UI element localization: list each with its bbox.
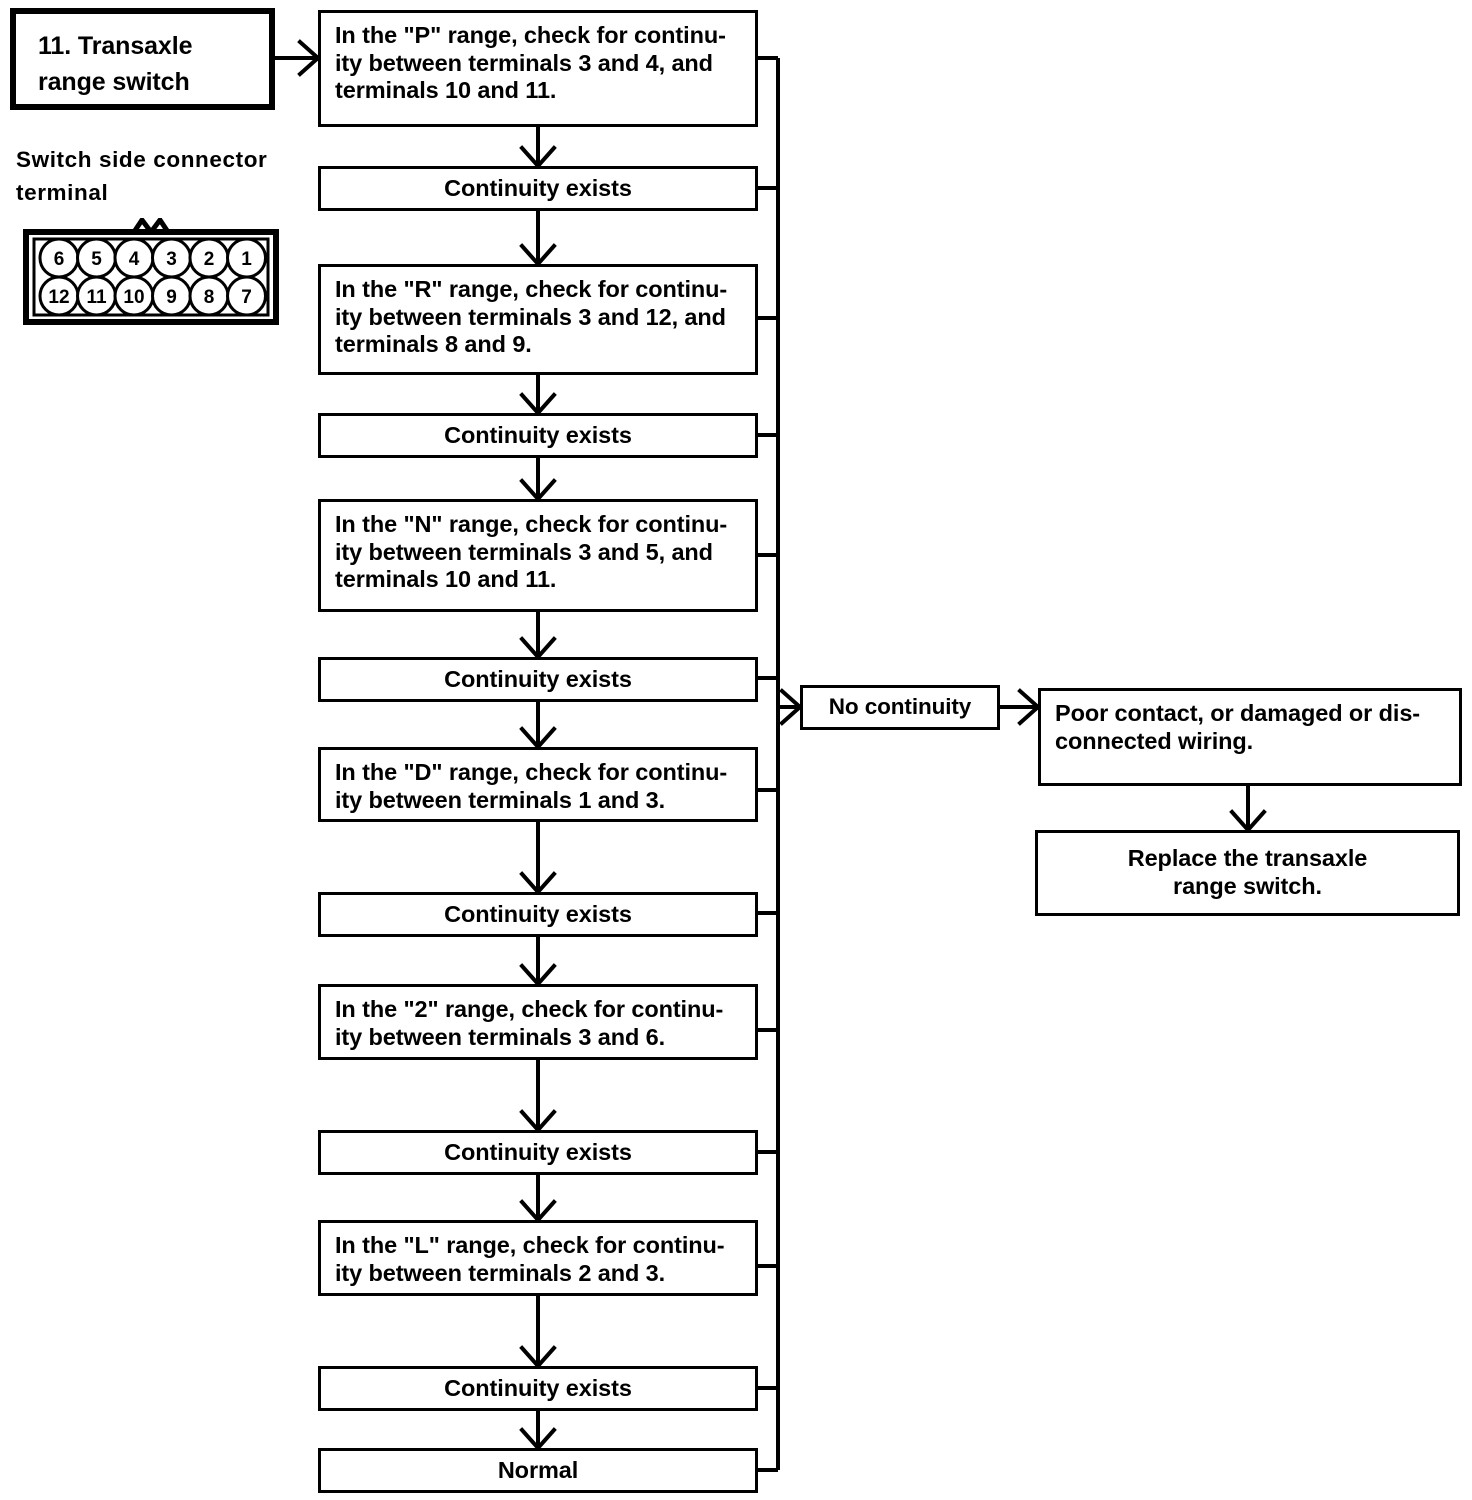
connector-pin-label-1: 1 <box>241 249 252 270</box>
connector-pin-7 <box>226 275 267 317</box>
step-label: Continuity exists <box>444 900 632 927</box>
connector-pinout-svg: 6 5 4 3 2 1 12 11 10 9 8 7 <box>23 215 279 325</box>
section-title-label: 11. Transaxle range switch <box>38 32 193 97</box>
branch-no-continuity: No continuity <box>800 685 1000 730</box>
step-label: In the "R" range, check for continu- ity… <box>335 276 728 358</box>
connector-pin-label-2: 2 <box>204 249 215 270</box>
connector-pin-label-11: 11 <box>86 287 107 308</box>
connector-caption: Switch side connector terminal <box>16 147 268 205</box>
step-continuity-exists-n: Continuity exists <box>318 657 758 702</box>
connector-pin-label-9: 9 <box>166 287 177 308</box>
step-continuity-exists-l: Continuity exists <box>318 1366 758 1411</box>
step-label: Continuity exists <box>444 421 632 448</box>
step-normal: Normal <box>318 1448 758 1493</box>
connector-pin-label-3: 3 <box>166 249 177 270</box>
step-label: In the "N" range, check for continu- ity… <box>335 511 728 593</box>
step-label: Continuity exists <box>444 1374 632 1401</box>
step-continuity-exists-r: Continuity exists <box>318 413 758 458</box>
connector-pin-label-12: 12 <box>48 287 69 308</box>
connector-pin-label-10: 10 <box>123 287 144 308</box>
branch-label: No continuity <box>828 694 972 720</box>
step-label: In the "P" range, check for continu- ity… <box>335 22 726 104</box>
connector-pinout-diagram: 6 5 4 3 2 1 12 11 10 9 8 7 <box>22 215 280 326</box>
step-label: Continuity exists <box>444 665 632 692</box>
step-label: In the "L" range, check for continu- ity… <box>335 1232 725 1286</box>
step-check-p-range: In the "P" range, check for continu- ity… <box>318 10 758 127</box>
connector-pin-label-4: 4 <box>129 249 140 270</box>
branch-cause-box: Poor contact, or damaged or dis- connect… <box>1038 688 1462 786</box>
branch-cause-label: Poor contact, or damaged or dis- connect… <box>1055 700 1421 754</box>
step-check-d-range: In the "D" range, check for continu- ity… <box>318 747 758 822</box>
connector-pin-label-7: 7 <box>241 287 252 308</box>
step-continuity-exists-2: Continuity exists <box>318 1130 758 1175</box>
step-label: Continuity exists <box>444 174 632 201</box>
section-title-box: 11. Transaxle range switch <box>10 8 275 110</box>
branch-remedy-box: Replace the transaxle range switch. <box>1035 830 1460 916</box>
step-check-l-range: In the "L" range, check for continu- ity… <box>318 1220 758 1296</box>
step-continuity-exists-d: Continuity exists <box>318 892 758 937</box>
step-label: In the "2" range, check for continu- ity… <box>335 996 724 1050</box>
step-label: Continuity exists <box>444 1138 632 1165</box>
connector-pin-label-5: 5 <box>91 249 102 270</box>
step-continuity-exists-p: Continuity exists <box>318 166 758 211</box>
branch-remedy-label: Replace the transaxle range switch. <box>1127 845 1368 899</box>
step-check-n-range: In the "N" range, check for continu- ity… <box>318 499 758 612</box>
connector-pin-label-8: 8 <box>204 287 215 308</box>
step-label: In the "D" range, check for continu- ity… <box>335 759 728 813</box>
step-label: Normal <box>497 1456 579 1483</box>
step-check-r-range: In the "R" range, check for continu- ity… <box>318 264 758 375</box>
connector-pin-label-6: 6 <box>54 249 65 270</box>
step-check-2-range: In the "2" range, check for continu- ity… <box>318 984 758 1060</box>
